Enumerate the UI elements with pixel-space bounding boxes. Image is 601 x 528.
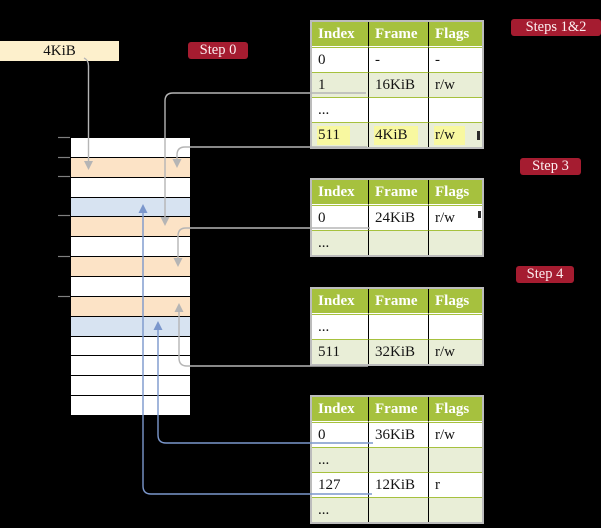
page-table-step3: Index Frame Flags 0 24KiB r/w ... xyxy=(310,178,484,257)
cell-index: 0 xyxy=(312,47,368,72)
table-row: 0 24KiB r/w xyxy=(312,205,482,230)
page-table-step4: Index Frame Flags ... 511 32KiB r/w xyxy=(310,287,484,366)
cell-frame xyxy=(368,314,428,339)
table-row: ... xyxy=(312,497,482,522)
col-header-index: Index xyxy=(312,289,368,314)
col-header-index: Index xyxy=(312,180,368,205)
cell-flags xyxy=(428,230,482,255)
table-header-row: Index Frame Flags xyxy=(312,289,482,314)
cell-frame: 16KiB xyxy=(368,72,428,97)
cell-flags xyxy=(428,97,482,122)
table-row: 511 32KiB r/w xyxy=(312,339,482,364)
steps12-badge: Steps 1&2 xyxy=(511,19,601,36)
highlighted-value: 4KiB xyxy=(374,125,418,145)
cell-frame: - xyxy=(368,47,428,72)
arrow-t1-row511-to-frame xyxy=(172,146,367,168)
cell-flags: r/w xyxy=(428,122,482,147)
memory-row-frame xyxy=(71,256,190,277)
col-header-frame: Frame xyxy=(368,397,428,422)
table-row: ... xyxy=(312,447,482,472)
cell-flags: r/w xyxy=(428,339,482,364)
col-header-index: Index xyxy=(312,397,368,422)
cell-frame: 4KiB xyxy=(368,122,428,147)
page-table-bottom: Index Frame Flags 0 36KiB r/w ... 127 12… xyxy=(310,395,484,524)
memory-row-plain xyxy=(71,355,190,376)
cell-index: 0 xyxy=(312,422,368,447)
table-row: 1 16KiB r/w xyxy=(312,72,482,97)
memory-row-plain xyxy=(71,335,190,356)
highlighted-value: 511 xyxy=(317,125,350,145)
memory-row-frame xyxy=(71,156,190,177)
memory-row-pagetable xyxy=(71,315,190,336)
cell-frame: 24KiB xyxy=(368,205,428,230)
table-row: ... xyxy=(312,97,482,122)
table-row: ... xyxy=(312,314,482,339)
memory-row-frame xyxy=(71,216,190,237)
col-header-frame: Frame xyxy=(368,180,428,205)
table-header-row: Index Frame Flags xyxy=(312,22,482,47)
cell-frame: 12KiB xyxy=(368,472,428,497)
cell-flags: - xyxy=(428,47,482,72)
memory-row-plain xyxy=(71,236,190,257)
memory-row-plain xyxy=(71,138,190,157)
col-header-index: Index xyxy=(312,22,368,47)
table-row: 0 36KiB r/w xyxy=(312,422,482,447)
cell-frame xyxy=(368,447,428,472)
memory-column xyxy=(70,137,191,416)
page-table-steps12: Index Frame Flags 0 - - 1 16KiB r/w ... … xyxy=(310,20,484,149)
cell-flags: r/w xyxy=(428,422,482,447)
cell-index: ... xyxy=(312,447,368,472)
frame-size-label: 4KiB xyxy=(43,42,76,59)
cell-flags xyxy=(428,314,482,339)
cell-flags xyxy=(428,497,482,522)
cell-frame xyxy=(368,230,428,255)
memory-row-frame xyxy=(71,295,190,316)
cell-flags: r/w xyxy=(428,72,482,97)
step0-badge: Step 0 xyxy=(188,42,248,59)
table-header-row: Index Frame Flags xyxy=(312,397,482,422)
memory-row-plain xyxy=(71,395,190,416)
cell-frame: 32KiB xyxy=(368,339,428,364)
cell-frame xyxy=(368,497,428,522)
col-header-flags: Flags xyxy=(428,180,482,205)
memory-row-plain xyxy=(71,276,190,296)
col-header-flags: Flags xyxy=(428,22,482,47)
memory-row-pagetable xyxy=(71,196,190,217)
col-header-frame: Frame xyxy=(368,22,428,47)
table-header-row: Index Frame Flags xyxy=(312,180,482,205)
table-row: 127 12KiB r xyxy=(312,472,482,497)
col-header-frame: Frame xyxy=(368,289,428,314)
frame-size-box: 4KiB xyxy=(0,41,119,61)
highlighted-value: r/w xyxy=(434,125,465,145)
step3-badge: Step 3 xyxy=(520,158,581,175)
table-row-highlighted: 511 4KiB r/w xyxy=(312,122,482,147)
cell-index: ... xyxy=(312,497,368,522)
cell-index: 511 xyxy=(312,122,368,147)
memory-row-plain xyxy=(71,176,190,197)
cell-index: 511 xyxy=(312,339,368,364)
cell-index: 0 xyxy=(312,205,368,230)
memory-row-plain xyxy=(71,375,190,396)
col-header-flags: Flags xyxy=(428,397,482,422)
cell-flags: r xyxy=(428,472,482,497)
table-row: 0 - - xyxy=(312,47,482,72)
cell-index: 1 xyxy=(312,72,368,97)
cell-index: 127 xyxy=(312,472,368,497)
cell-frame: 36KiB xyxy=(368,422,428,447)
cell-index: ... xyxy=(312,314,368,339)
cell-flags: r/w xyxy=(428,205,482,230)
cell-index: ... xyxy=(312,230,368,255)
cell-flags xyxy=(428,447,482,472)
cell-index: ... xyxy=(312,97,368,122)
cell-frame xyxy=(368,97,428,122)
step4-badge: Step 4 xyxy=(516,266,574,283)
table-row: ... xyxy=(312,230,482,255)
memory-tick-marks xyxy=(58,136,70,298)
col-header-flags: Flags xyxy=(428,289,482,314)
